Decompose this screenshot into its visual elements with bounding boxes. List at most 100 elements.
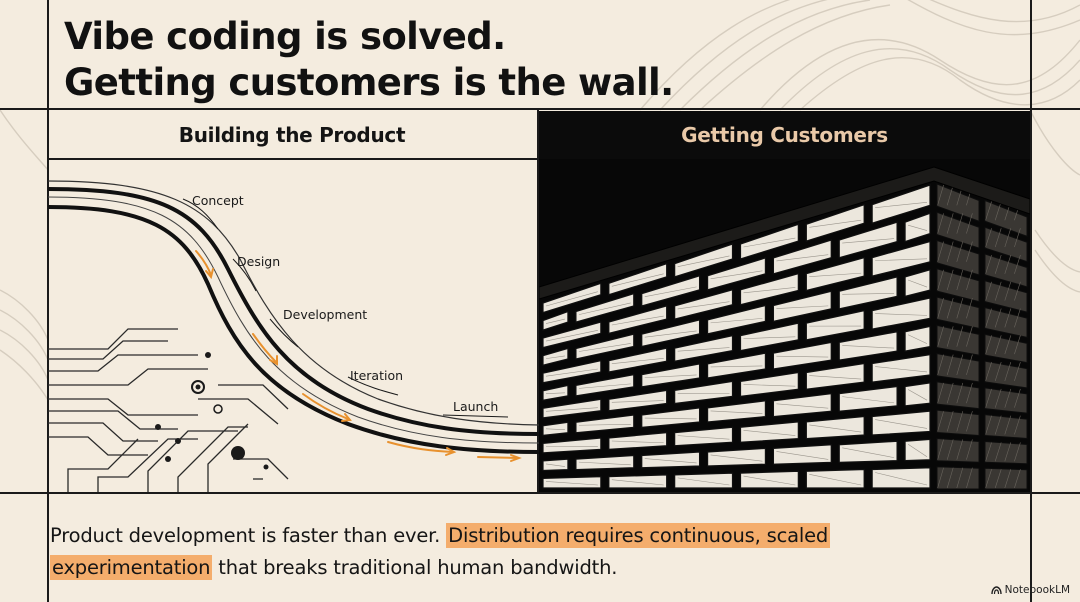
brick xyxy=(871,297,931,330)
brick-hatch xyxy=(743,336,796,339)
brick-side-hatch xyxy=(956,241,964,262)
brick xyxy=(904,438,931,462)
brick-side-hatch xyxy=(994,254,1002,274)
building-product-illustration: Concept Design Development Iteration Lau… xyxy=(48,159,539,492)
brick-side-hatch xyxy=(1004,469,1012,489)
brick-side-hatch xyxy=(946,213,954,234)
brick-side-hatch xyxy=(985,228,992,248)
brick xyxy=(641,275,701,307)
brick-side-hatch xyxy=(946,467,954,489)
brick xyxy=(739,371,799,398)
brick-side-hatch xyxy=(994,335,1002,355)
panel-divider-line xyxy=(537,110,539,494)
brick-hatch xyxy=(776,355,829,358)
stage-development: Development xyxy=(283,307,368,322)
brick xyxy=(838,385,898,412)
brick-side-hatch xyxy=(966,269,973,291)
brick-hatch xyxy=(875,419,928,429)
brick-hatch xyxy=(677,301,730,310)
brick-side-hatch xyxy=(1004,254,1012,274)
brick xyxy=(542,310,569,331)
brick-side-hatch xyxy=(985,388,992,408)
brick-hatch xyxy=(743,287,796,294)
brick-hatch xyxy=(710,365,763,368)
brick-hatch xyxy=(743,237,796,248)
brick-side-hatch xyxy=(966,298,973,319)
brick-hatch xyxy=(644,374,697,378)
notebooklm-logo-icon xyxy=(990,585,1002,594)
frame-bottom-line xyxy=(0,492,1080,494)
brick xyxy=(575,454,635,471)
brick-hatch xyxy=(809,375,862,380)
brick-side-hatch xyxy=(956,467,964,489)
brick-side-hatch xyxy=(946,298,954,319)
brick-side-hatch xyxy=(1014,415,1021,435)
frame-left-line xyxy=(47,0,49,602)
brick-hatch xyxy=(677,255,730,267)
brick-side-hatch xyxy=(966,411,973,432)
stage-launch: Launch xyxy=(453,399,499,414)
brick xyxy=(904,212,931,243)
brick-side xyxy=(984,199,1028,237)
brick-hatch xyxy=(875,258,928,261)
brick-side-hatch xyxy=(994,281,1002,301)
brick-hatch xyxy=(677,477,730,486)
brick xyxy=(542,398,602,419)
brick-hatch xyxy=(545,318,565,324)
brick-side-hatch xyxy=(1014,228,1021,248)
brick-hatch xyxy=(578,461,631,466)
brick-side-hatch xyxy=(985,281,992,301)
brick-side-hatch xyxy=(937,467,944,489)
brick-hatch xyxy=(875,313,928,316)
caption-highlight-1: Distribution requires continuous, scaled xyxy=(446,523,831,548)
brick xyxy=(772,341,832,370)
brick-side-hatch xyxy=(937,298,944,319)
brick-side-hatch xyxy=(985,308,992,328)
brick-side-hatch xyxy=(956,326,964,347)
brick-side xyxy=(936,466,980,490)
brick-hatch xyxy=(907,334,928,344)
brick xyxy=(739,322,799,352)
brick-side-hatch xyxy=(994,469,1002,489)
brick xyxy=(838,331,898,361)
brick-hatch xyxy=(809,424,862,433)
road-path-icon xyxy=(48,180,539,492)
brick-hatch xyxy=(907,443,928,457)
brick-side-hatch xyxy=(956,298,964,319)
brick xyxy=(542,458,569,472)
brick-side xyxy=(984,440,1028,465)
brick-side-hatch xyxy=(985,335,992,355)
brick-side-hatch xyxy=(966,213,973,234)
brick-hatch xyxy=(776,254,829,262)
brick xyxy=(706,447,767,467)
brick-side-hatch xyxy=(1014,281,1021,301)
brick xyxy=(904,382,931,407)
brick xyxy=(674,426,734,447)
brick-hatch xyxy=(578,383,631,389)
brick xyxy=(641,363,701,388)
brick-side-hatch xyxy=(937,184,944,206)
brick-hatch xyxy=(710,318,763,324)
brick xyxy=(608,347,668,373)
stage-iteration: Iteration xyxy=(350,368,404,383)
brick-hatch xyxy=(611,440,664,444)
brick xyxy=(904,269,931,298)
brick-hatch xyxy=(776,451,829,460)
brick xyxy=(772,392,832,418)
brick xyxy=(772,239,832,275)
brick xyxy=(674,243,734,278)
caption-part-2: that breaks traditional human bandwidth. xyxy=(212,556,618,579)
title-line-2: Getting customers is the wall. xyxy=(64,61,674,104)
brick-side-hatch xyxy=(994,415,1002,435)
brick-hatch xyxy=(842,238,895,244)
brick xyxy=(871,410,931,436)
brick-side-hatch xyxy=(1014,335,1021,355)
brick-side-hatch xyxy=(1004,442,1012,462)
brick-hatch xyxy=(875,472,928,486)
brick-side-hatch xyxy=(966,241,973,262)
brick xyxy=(575,292,635,323)
brick xyxy=(575,414,635,434)
frame-top-line xyxy=(0,108,1080,110)
brick-side-hatch xyxy=(1014,254,1021,274)
brand-label: NotebookLM xyxy=(1004,584,1070,596)
